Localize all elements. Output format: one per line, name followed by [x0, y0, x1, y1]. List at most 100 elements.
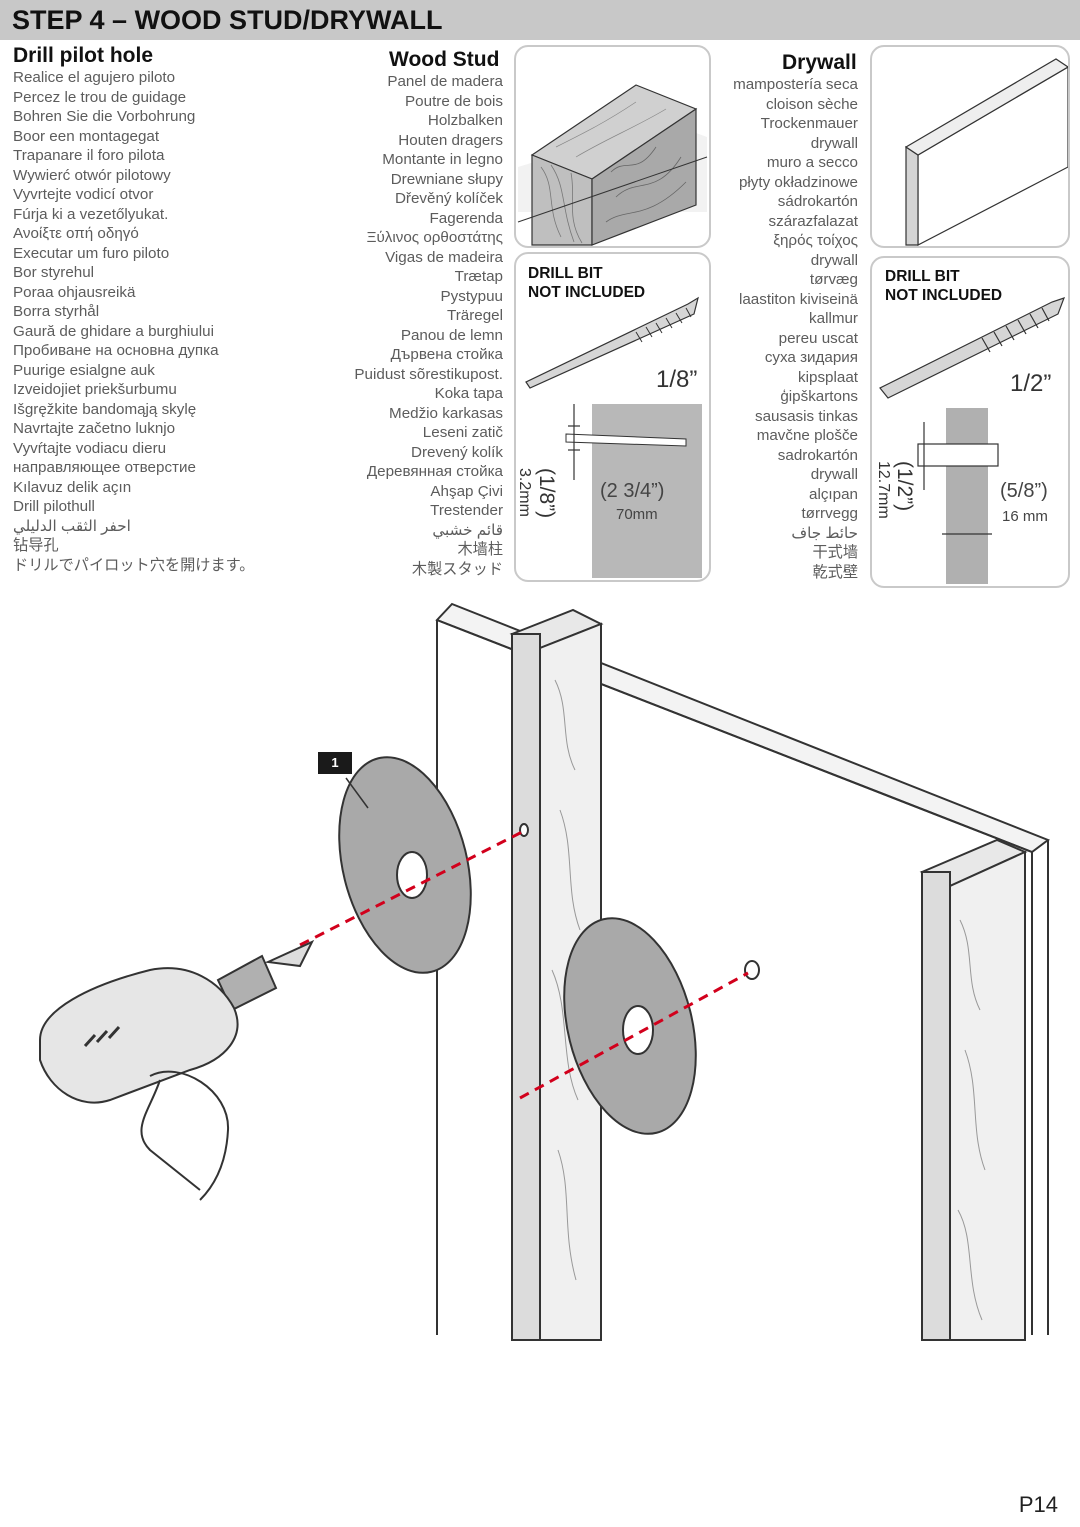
drywall-translation-item: ģipškartons: [780, 388, 858, 405]
pilot-hole-translation-item: Vyvŕtajte vodiacu dieru: [13, 439, 167, 457]
pilot-hole-translation-item: Bor styrehul: [13, 264, 95, 281]
drywall-translation-item: sadrokartón: [777, 446, 858, 464]
wood-stud-translation-item: Puidust sõrestikupost.: [354, 365, 503, 383]
wood-stud-translation-item: Montante in legno: [382, 151, 503, 168]
drywall-sheet-illustration: [904, 58, 1068, 246]
not-included-label: NOT INCLUDED: [528, 284, 646, 301]
drywall-translation-item: ξηρός τοίχος: [773, 232, 858, 249]
drywall-translation-item: drywall: [810, 134, 858, 152]
wood-stud-translation-item: Drevený kolík: [410, 443, 503, 461]
step-number-badge: 1: [318, 752, 352, 774]
wood-stud-translation-item: Drewniane słupy: [390, 170, 503, 188]
wood-stud-translation-item: Medžio karkasas: [389, 404, 503, 422]
wood-stud-translation-item: Trestender: [430, 502, 503, 519]
drywall-translation-item: sádrokartón: [777, 193, 858, 210]
drywall-translation-item: alçıpan: [809, 485, 858, 503]
drywall-translation-item: 干式墙: [812, 544, 858, 561]
pilot-hole-translation-item: 钻导孔: [13, 537, 59, 554]
hole-diameter-inch: (1/2”): [893, 461, 916, 512]
drywall-translation-item: kipsplaat: [798, 368, 858, 386]
depth-mm: 16 mm: [1002, 508, 1048, 525]
pilot-hole-translation-item: Ανοίξτε οπή οδηγό: [13, 225, 139, 242]
pilot-hole-translation-item: Trapanare il foro pilota: [13, 147, 165, 164]
drywall-translation-item: drywall: [810, 251, 858, 269]
bit-size-label: 1/8”: [656, 366, 698, 393]
pilot-hole-translation-item: Puurige esialgne auk: [13, 361, 155, 379]
wood-stud-translation-item: Leseni zatič: [422, 424, 503, 441]
drywall-translation-item: kallmur: [809, 310, 858, 327]
pilot-hole-translation-item: Boor een montagegat: [13, 127, 160, 145]
pilot-hole-translation-item: Executar um furo piloto: [13, 244, 170, 262]
drywall-translation-item: حائط جاف: [791, 524, 858, 542]
drywall-translation-item: sausasis tinkas: [755, 407, 858, 425]
pilot-hole-translation-item: احفر الثقب الدليلي: [13, 517, 131, 535]
drywall-translation-item: płyty okładzinowe: [738, 173, 858, 191]
pilot-hole-translation-item: Borra styrhål: [13, 303, 100, 320]
wood-stud-drill-panel: DRILL BIT NOT INCLUDED 1/8” (1/8”) 3.2mm…: [514, 252, 711, 582]
depth-inch: (5/8”): [1000, 480, 1048, 502]
drywall-image-panel: [870, 45, 1070, 248]
wood-stud-translation-item: Poutre de bois: [405, 92, 503, 110]
hole-diameter-mm: 12.7mm: [875, 461, 892, 519]
wood-stud-translation-item: Panel de madera: [387, 73, 503, 90]
drywall-translation-item: tørvæg: [809, 271, 858, 288]
drywall-translation-item: muro a secco: [766, 154, 858, 171]
pilot-hole-translation-item: Kılavuz delik açın: [13, 478, 132, 496]
pilot-hole-translation-item: Wywierć otwór pilotowy: [13, 166, 171, 184]
depth-inch: (2 3/4”): [600, 480, 665, 502]
pilot-hole-translation-item: Realice el agujero piloto: [13, 69, 176, 86]
pilot-hole-translation-item: Gaură de ghidare a burghiului: [13, 322, 214, 340]
main-install-illustration: [39, 602, 1051, 1341]
wood-block-illustration: [517, 84, 708, 246]
wood-stud-translation-item: قائم خشبي: [432, 521, 503, 539]
wood-stud-translation-item: Дървена стойка: [390, 346, 503, 363]
wood-stud-translation-item: Koka tapa: [434, 385, 503, 402]
pilot-hole-translation-item: Vyvrtejte vodicí otvor: [13, 186, 154, 203]
pilot-hole-translation-item: Пробиване на основна дупка: [13, 342, 219, 359]
bit-size-label: 1/2”: [1010, 370, 1052, 397]
pilot-hole-translation-item: Išgręžkite bandomąją skylę: [13, 400, 197, 418]
wood-stud-translation-item: Dřevěný kolíček: [394, 190, 503, 207]
hole-diameter-mm: 3.2mm: [516, 468, 533, 517]
drywall-heading: Drywall: [782, 51, 857, 74]
pilot-hole-translation-item: Bohren Sie die Vorbohrung: [13, 108, 196, 125]
drywall-translation-item: mavčne plošče: [756, 427, 858, 444]
wood-stud-translation-item: Pystypuu: [440, 287, 503, 305]
page-number: P14: [1018, 1492, 1058, 1517]
drywall-translation-item: cloison sèche: [765, 95, 858, 113]
wood-stud-translation-item: Träregel: [447, 307, 503, 324]
drill-bit-label: DRILL BIT: [885, 268, 960, 285]
wood-stud-heading: Wood Stud: [389, 48, 500, 71]
wood-stud-translation-item: Fagerenda: [429, 209, 503, 227]
pilot-hole-translation-item: Izveidojiet priekšurbumu: [13, 381, 177, 398]
hole-diameter-inch: (1/8”): [535, 468, 558, 519]
wood-stud-translation-item: 木製スタッド: [411, 560, 503, 578]
wood-stud-translation-item: Panou de lemn: [400, 326, 503, 344]
drywall-translation-item: szárazfalazat: [768, 212, 858, 230]
drywall-translation-item: tørrvegg: [801, 505, 858, 522]
depth-mm: 70mm: [616, 506, 658, 523]
pilot-hole-translation-item: Drill pilothull: [13, 498, 95, 515]
step-header-bar: [0, 0, 1080, 40]
drill-bit-large-icon: [879, 297, 1066, 584]
wood-stud-translation-item: Деревянная стойка: [366, 463, 503, 480]
drywall-translation-item: Trockenmauer: [760, 115, 858, 132]
drywall-translation-item: drywall: [810, 466, 858, 483]
pilot-hole-translation-item: направляющее отверстие: [13, 459, 196, 476]
wood-stud-image-panel: [514, 45, 711, 248]
drywall-translation-item: суха зидария: [764, 349, 858, 366]
drywall-translation-item: mampostería seca: [733, 76, 858, 93]
pilot-hole-translation-item: Poraa ohjausreikä: [13, 283, 136, 301]
pilot-hole-translation-item: Navrtajte začetno luknjo: [13, 420, 176, 437]
not-included-label: NOT INCLUDED: [885, 287, 1003, 304]
step-title: STEP 4 – WOOD STUD/DRYWALL: [12, 5, 443, 35]
pilot-hole-heading: Drill pilot hole: [13, 44, 153, 67]
drywall-drill-panel: DRILL BIT NOT INCLUDED 1/2” (1/2”) 12.7m…: [870, 256, 1070, 588]
wood-stud-translation-item: 木墙柱: [457, 541, 503, 558]
pilot-hole-translation-item: Fúrja ki a vezetőlyukat.: [13, 205, 169, 223]
wood-stud-translation-item: Ξύλινος ορθοστάτης: [366, 229, 503, 246]
pilot-hole-translation-item: ドリルでパイロット穴を開けます。: [13, 556, 255, 574]
drywall-translation-item: laastiton kiviseinä: [738, 290, 858, 308]
